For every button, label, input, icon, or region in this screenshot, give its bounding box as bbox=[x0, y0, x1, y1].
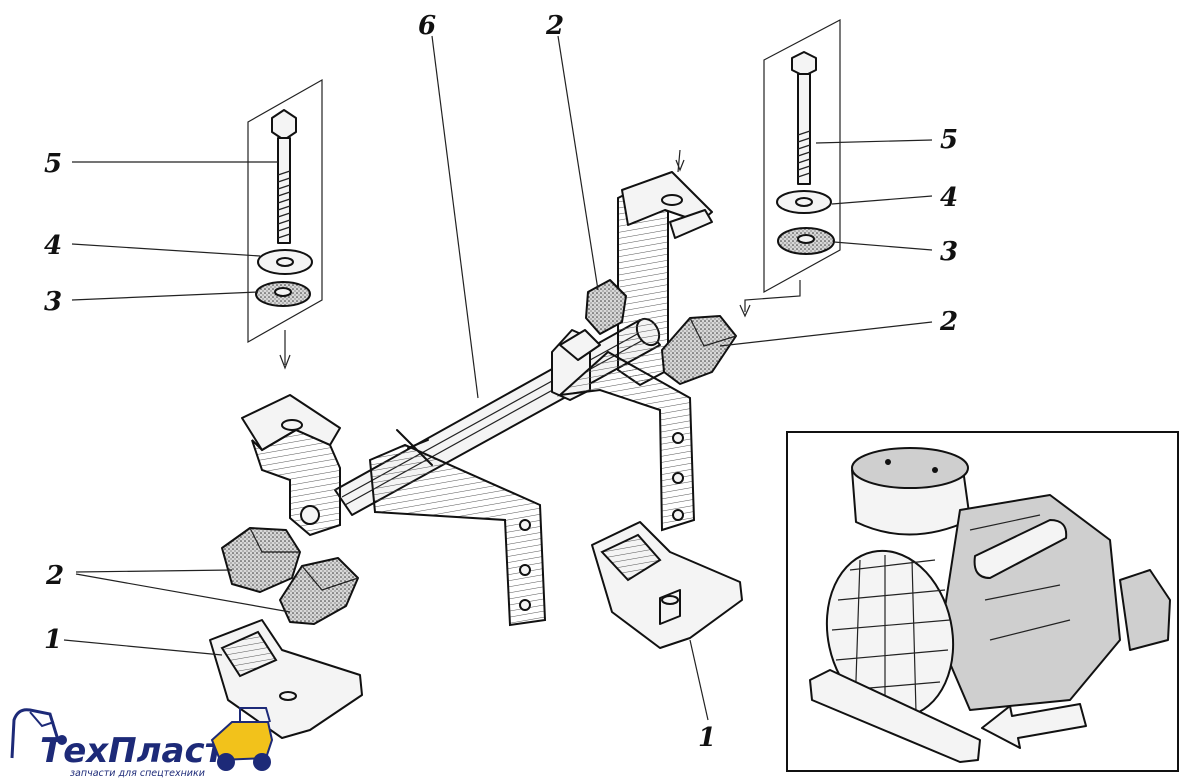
leader-2-left-b bbox=[75, 573, 291, 613]
leader-5-right bbox=[815, 139, 933, 144]
callout-1-bottom: 1 bbox=[698, 723, 716, 753]
leader-4-left bbox=[71, 243, 261, 257]
callout-2-top: 2 bbox=[545, 11, 564, 41]
right-fastener-group bbox=[739, 19, 841, 318]
loader-icon bbox=[210, 707, 274, 771]
leader-4-right bbox=[831, 195, 933, 205]
callout-4-right: 4 bbox=[940, 183, 958, 213]
logo-name: ТехПласт bbox=[40, 731, 227, 771]
leader-3-right bbox=[833, 241, 933, 251]
inset-pointer-arrow bbox=[981, 703, 1087, 749]
leader-lines bbox=[63, 35, 933, 721]
cushion-left-lower bbox=[279, 557, 359, 625]
callout-1-left: 1 bbox=[44, 625, 62, 655]
left-bolt bbox=[271, 109, 297, 244]
engine-inset bbox=[786, 431, 1179, 772]
callout-5-right: 5 bbox=[940, 125, 958, 155]
right-washer-3 bbox=[777, 227, 835, 255]
inset-right-mount bbox=[1119, 569, 1171, 651]
left-washer-4 bbox=[257, 249, 313, 275]
cushion-left-upper bbox=[221, 527, 301, 593]
right-fastener-panel bbox=[763, 19, 841, 294]
right-bolt bbox=[791, 51, 817, 185]
left-washer-3 bbox=[255, 281, 311, 307]
air-cleaner bbox=[851, 447, 971, 536]
logo-tagline: запчасти для спецтехники bbox=[70, 768, 205, 779]
right-washer-4 bbox=[776, 190, 832, 214]
callout-4-left: 4 bbox=[44, 231, 62, 261]
callout-5-left: 5 bbox=[44, 149, 62, 179]
leader-3-left bbox=[71, 291, 259, 301]
callout-2-right: 2 bbox=[939, 307, 958, 337]
front-side-plate-right bbox=[556, 350, 696, 532]
leader-2-left-a bbox=[75, 569, 233, 573]
callout-2-left: 2 bbox=[45, 561, 64, 591]
front-side-plate-center bbox=[368, 429, 547, 627]
leader-2-top bbox=[557, 35, 599, 291]
callout-labels: 5 4 3 6 2 5 4 3 2 2 1 1 bbox=[44, 11, 958, 753]
cushion-top bbox=[585, 279, 627, 335]
left-fastener-group bbox=[247, 78, 323, 370]
left-fastener-panel bbox=[247, 78, 323, 344]
inset-frame-rail bbox=[809, 669, 981, 763]
leader-1-bottom bbox=[689, 639, 709, 721]
cushion-right bbox=[661, 315, 737, 385]
callout-3-right: 3 bbox=[940, 237, 958, 267]
callout-3-left: 3 bbox=[44, 287, 62, 317]
techplast-logo: ТехПласт запчасти для спецтехники bbox=[10, 707, 274, 779]
callout-6: 6 bbox=[418, 11, 436, 41]
muffler bbox=[973, 519, 1068, 579]
leader-6 bbox=[431, 35, 479, 399]
left-upper-bracket bbox=[241, 394, 341, 537]
leader-1-left bbox=[63, 639, 223, 656]
support-cradle-left bbox=[209, 619, 363, 739]
leader-2-right bbox=[719, 321, 933, 347]
support-cradle-right bbox=[591, 521, 743, 649]
